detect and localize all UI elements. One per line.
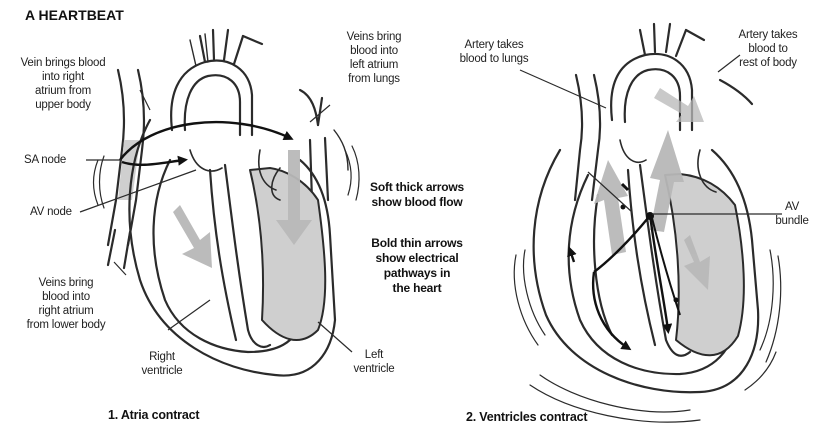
pulmonary-veins — [300, 90, 348, 200]
label-line: Right — [132, 350, 192, 364]
label-line: the heart — [352, 281, 482, 296]
key-soft-arrows: Soft thick arrows show blood flow — [352, 180, 482, 210]
label-line: Artery takes — [444, 38, 544, 52]
leader-lines-2 — [520, 55, 782, 214]
label-line: upper body — [4, 98, 122, 112]
heart-ventricles-contract — [514, 24, 780, 422]
diagram-title: A HEARTBEAT — [25, 8, 124, 22]
label-line: from lower body — [4, 318, 128, 332]
label-line: show blood flow — [352, 195, 482, 210]
label-artery-to-lungs: Artery takes blood to lungs — [444, 38, 544, 66]
label-line: Veins bring — [4, 276, 128, 290]
label-line: Bold thin arrows — [352, 236, 482, 251]
label-line: rest of body — [724, 56, 812, 70]
left-ventricle-wall — [250, 168, 325, 340]
label-av-node: AV node — [30, 205, 72, 219]
label-line: blood to — [724, 42, 812, 56]
label-line: blood into — [4, 290, 128, 304]
key-bold-arrows: Bold thin arrows show electrical pathway… — [352, 236, 482, 296]
label-right-ventricle: Right ventricle — [132, 350, 192, 378]
caption-atria-contract: 1. Atria contract — [108, 408, 199, 422]
inferior-vena-cava — [108, 230, 130, 268]
label-veins-from-lungs: Veins bring blood into left atrium from … — [328, 30, 420, 86]
label-line: pathways in — [352, 266, 482, 281]
label-sa-node: SA node — [24, 153, 66, 167]
label-line: atrium from — [4, 84, 122, 98]
label-artery-to-body: Artery takes blood to rest of body — [724, 28, 812, 70]
label-left-ventricle: Left ventricle — [344, 348, 404, 376]
label-line: Vein brings blood — [4, 56, 122, 70]
label-veins-lower-body: Veins bring blood into right atrium from… — [4, 276, 128, 332]
aortic-arch-vessels — [171, 30, 262, 135]
label-vein-upper-body: Vein brings blood into right atrium from… — [4, 56, 122, 112]
label-line: blood to lungs — [444, 52, 544, 66]
label-line: AV — [770, 200, 814, 214]
label-av-bundle: AV bundle — [770, 200, 814, 228]
label-line: SA node — [24, 153, 66, 167]
label-line: blood into — [328, 44, 420, 58]
label-line: into right — [4, 70, 122, 84]
label-line: Artery takes — [724, 28, 812, 42]
label-line: from lungs — [328, 72, 420, 86]
label-line: Soft thick arrows — [352, 180, 482, 195]
label-line: ventricle — [132, 364, 192, 378]
label-line: AV node — [30, 205, 72, 219]
label-line: right atrium — [4, 304, 128, 318]
label-line: left atrium — [328, 58, 420, 72]
label-line: ventricle — [344, 362, 404, 376]
label-line: Veins bring — [328, 30, 420, 44]
label-line: bundle — [770, 214, 814, 228]
caption-ventricles-contract: 2. Ventricles contract — [466, 410, 587, 424]
label-line: show electrical — [352, 251, 482, 266]
label-line: Left — [344, 348, 404, 362]
